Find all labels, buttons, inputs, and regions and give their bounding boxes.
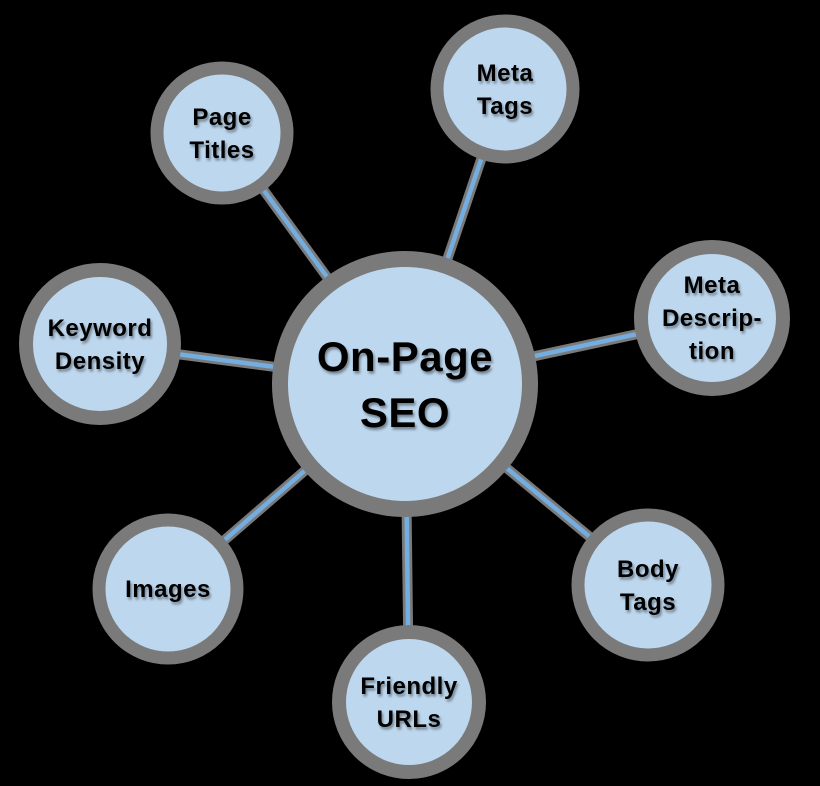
center-bubble bbox=[272, 251, 538, 517]
page-titles-bubble bbox=[150, 61, 294, 205]
node-label-line: tion bbox=[689, 338, 735, 365]
center-label-line: SEO bbox=[360, 389, 450, 436]
node-label-line: Friendly bbox=[360, 673, 458, 700]
node-label-line: Keyword bbox=[48, 315, 153, 342]
node-label-line: Body bbox=[617, 556, 679, 583]
node-body-tags: Body Tags bbox=[571, 508, 725, 662]
body-tags-bubble bbox=[571, 508, 725, 662]
node-label-line: Meta bbox=[684, 272, 741, 299]
node-label-line: Tags bbox=[620, 589, 676, 616]
node-label-line: Titles bbox=[189, 137, 254, 164]
node-friendly-urls: Friendly URLs bbox=[332, 625, 486, 779]
node-label-line: Descrip- bbox=[662, 305, 762, 332]
node-label-line: URLs bbox=[377, 706, 442, 733]
node-images: Images bbox=[92, 513, 244, 665]
node-meta-tags: Meta Tags bbox=[430, 14, 580, 164]
node-page-titles: Page Titles bbox=[150, 61, 294, 205]
meta-description-bubble bbox=[634, 240, 790, 396]
images-bubble bbox=[92, 513, 244, 665]
node-keyword-density: Keyword Density bbox=[19, 263, 181, 425]
node-label-line: Meta bbox=[477, 60, 534, 87]
node-center: On-Page SEO bbox=[272, 251, 538, 517]
meta-tags-bubble bbox=[430, 14, 580, 164]
node-label-line: Tags bbox=[477, 93, 533, 120]
node-label-line: Images bbox=[125, 576, 211, 603]
friendly-urls-bubble bbox=[332, 625, 486, 779]
node-label-line: Page bbox=[192, 104, 251, 131]
node-label-line: Density bbox=[55, 348, 145, 375]
node-meta-description: Meta Descrip- tion bbox=[634, 240, 790, 396]
keyword-density-bubble bbox=[19, 263, 181, 425]
center-label-line: On-Page bbox=[317, 333, 493, 380]
